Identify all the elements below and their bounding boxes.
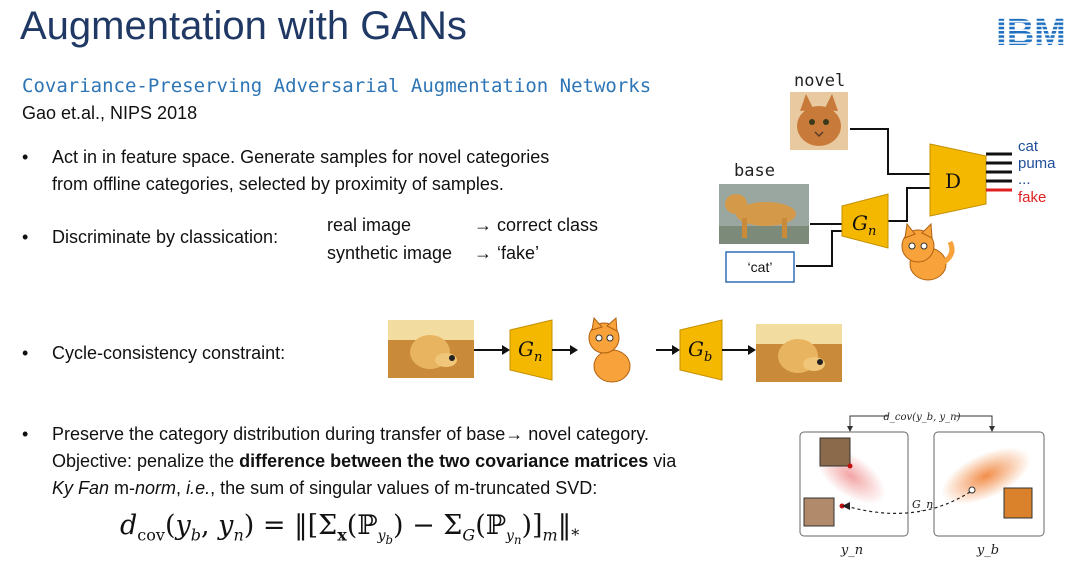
g-to-d-line [888, 187, 930, 222]
fake-label: → ‘fake’ [474, 243, 540, 263]
yb-point [968, 486, 976, 494]
ibm-logo: IBM [996, 14, 1066, 48]
cat-label-box [725, 251, 795, 283]
bullet-text: from offline categories, selected by pro… [52, 174, 504, 194]
tiger-thumbnail [1003, 487, 1033, 519]
bracket-arrow [989, 426, 995, 432]
dcov-label-bg [888, 408, 956, 424]
cycle-gb-label: Gb [688, 337, 712, 365]
cat-label-text: ‘cat’ [748, 259, 773, 275]
bullet-text-objective: Objective: penalize the difference betwe… [52, 451, 677, 471]
real-image-label: real image [327, 215, 412, 235]
output-fake: fake [1018, 189, 1046, 206]
novel-cat-image [790, 92, 848, 150]
output-puma: puma [1018, 155, 1056, 172]
synthetic-image-label: synthetic image [327, 243, 453, 263]
ibm-logo-text: IBM [996, 14, 1066, 48]
paper-title: Covariance-Preserving Adversarial Augmen… [22, 75, 652, 97]
novel-to-d-line [850, 128, 930, 175]
golden-retriever-reconstructed-image [756, 324, 842, 382]
cycle-gn-label: Gn [518, 337, 542, 365]
covariance-diagram: d_cov(y_b, y_n) G_n y_n y_b [799, 408, 1045, 558]
generator-gn-shape [841, 193, 889, 249]
cat-thumbnail-top [819, 437, 851, 467]
gn-mapping-arrowhead [842, 502, 850, 510]
cycle-gn-shape [509, 319, 553, 381]
gn-mapping-arrow [845, 491, 971, 514]
bullet-text: Cycle-consistency constraint: [52, 343, 286, 363]
yb-axis-label: y_b [976, 543, 999, 558]
discriminator-shape [929, 143, 987, 217]
cartoon-cat-illustration [588, 316, 631, 383]
gan-diagram: novel base ‘cat’ Gn D cat puma ... fake [719, 71, 1056, 283]
bullet-dot: • [22, 147, 29, 167]
novel-label: novel [794, 71, 845, 91]
arrow-head [502, 345, 510, 355]
bullet-dot: • [22, 424, 29, 444]
cat-thumbnail-bottom [803, 497, 835, 527]
arrow-head [672, 345, 680, 355]
bullet-dot: • [22, 343, 29, 363]
correct-class-label: → correct class [474, 215, 599, 235]
bullet-dot: • [22, 227, 29, 247]
arrow-head [570, 345, 578, 355]
output-cat: cat [1018, 138, 1039, 155]
covariance-formula: dcov(yb, yn) = ‖[Σx(ℙyb) − ΣG(ℙyn)]m‖* [120, 510, 580, 548]
base-label: base [734, 161, 775, 181]
bullet-text: Discriminate by classication: [52, 227, 279, 247]
gn-mapping-label: G_n [912, 498, 933, 511]
arrow-head [748, 345, 756, 355]
cartoon-cat-illustration [901, 222, 955, 281]
cycle-diagram: Gn Gb [388, 316, 842, 383]
bracket-arrow [847, 426, 853, 432]
cat-to-g-line [796, 230, 842, 267]
cycle-gb-shape [679, 319, 723, 381]
yb-distribution [941, 447, 1031, 505]
yn-point [847, 463, 853, 469]
generator-gn-label: Gn [852, 211, 876, 239]
golden-retriever-image [388, 320, 474, 378]
bullet-text-kyfan: Ky Fan m-norm, i.e., the sum of singular… [52, 478, 598, 498]
citation: Gao et.al., NIPS 2018 [22, 103, 198, 123]
base-dog-image [719, 184, 809, 244]
dcov-label: d_cov(y_b, y_n) [884, 412, 961, 423]
output-ellipsis: ... [1018, 171, 1031, 188]
discriminator-label: D [945, 169, 961, 193]
bullet-text: Act in in feature space. Generate sample… [52, 147, 550, 167]
yn-axis-label: y_n [840, 543, 863, 558]
bullet-text: Preserve the category distribution durin… [52, 424, 649, 444]
slide-title: Augmentation with GANs [20, 4, 467, 48]
